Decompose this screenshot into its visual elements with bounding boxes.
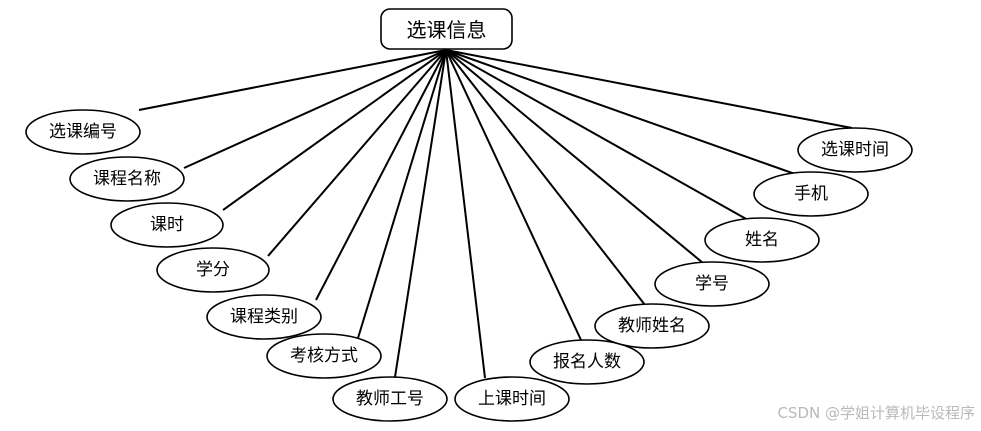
attribute-node: 选课时间 (797, 127, 913, 173)
attribute-node: 选课编号 (25, 109, 141, 155)
attribute-ellipse (454, 376, 570, 422)
relationship-line (267, 49, 447, 257)
entity-box: 选课信息 (380, 8, 513, 50)
relationship-line (445, 49, 796, 175)
attribute-label: 学号 (695, 274, 729, 294)
attribute-label: 考核方式 (290, 346, 358, 366)
attribute-label: 姓名 (745, 230, 779, 250)
attribute-label: 选课编号 (49, 122, 117, 142)
entity-rect (380, 8, 513, 50)
attribute-ellipse (704, 217, 820, 263)
attribute-label: 课时 (150, 215, 184, 235)
attribute-ellipse (110, 202, 224, 248)
relationship-line (315, 49, 447, 301)
attribute-node: 报名人数 (529, 339, 645, 385)
relationship-line (445, 49, 749, 221)
relationship-lines (138, 49, 853, 379)
attribute-ellipse (332, 376, 448, 422)
attribute-label: 手机 (794, 184, 828, 204)
relationship-line (183, 49, 447, 169)
attribute-label: 教师姓名 (618, 316, 686, 336)
relationship-line (445, 49, 646, 306)
attribute-label: 课程名称 (93, 169, 161, 189)
attribute-ellipse (266, 333, 382, 379)
relationship-line (445, 49, 582, 341)
attribute-ellipse (654, 261, 770, 307)
attribute-ellipse (753, 171, 869, 217)
relationship-line (357, 49, 447, 339)
attribute-node: 学号 (654, 261, 770, 307)
attribute-label: 课程类别 (230, 307, 298, 327)
relationship-line (445, 49, 704, 264)
attribute-ellipse (156, 247, 270, 293)
relationship-line (445, 49, 853, 129)
attribute-ellipse (594, 303, 710, 349)
attribute-ellipse (797, 127, 913, 173)
attribute-node: 课程名称 (69, 156, 185, 202)
attribute-node: 课程类别 (206, 294, 322, 340)
attribute-ellipse (529, 339, 645, 385)
attribute-node: 课时 (110, 202, 224, 248)
watermark: CSDN @学姐计算机毕设程序 (777, 404, 975, 422)
attribute-label: 报名人数 (553, 352, 621, 372)
relationship-line (138, 49, 447, 111)
attribute-label: 选课时间 (821, 140, 889, 160)
attribute-node: 上课时间 (454, 376, 570, 422)
attribute-node: 手机 (753, 171, 869, 217)
attribute-ellipse (69, 156, 185, 202)
attribute-label: 学分 (196, 260, 230, 280)
relationship-line (394, 49, 447, 378)
attribute-label: 上课时间 (478, 389, 546, 409)
attribute-node: 教师姓名 (594, 303, 710, 349)
attribute-node: 考核方式 (266, 333, 382, 379)
attribute-ellipse (25, 109, 141, 155)
attribute-node: 姓名 (704, 217, 820, 263)
attribute-ellipse (206, 294, 322, 340)
attribute-node: 学分 (156, 247, 270, 293)
relationship-line (445, 49, 486, 379)
relationship-line (222, 49, 447, 211)
entity-label: 选课信息 (407, 18, 487, 42)
attribute-node: 教师工号 (332, 376, 448, 422)
attribute-label: 教师工号 (356, 389, 424, 409)
